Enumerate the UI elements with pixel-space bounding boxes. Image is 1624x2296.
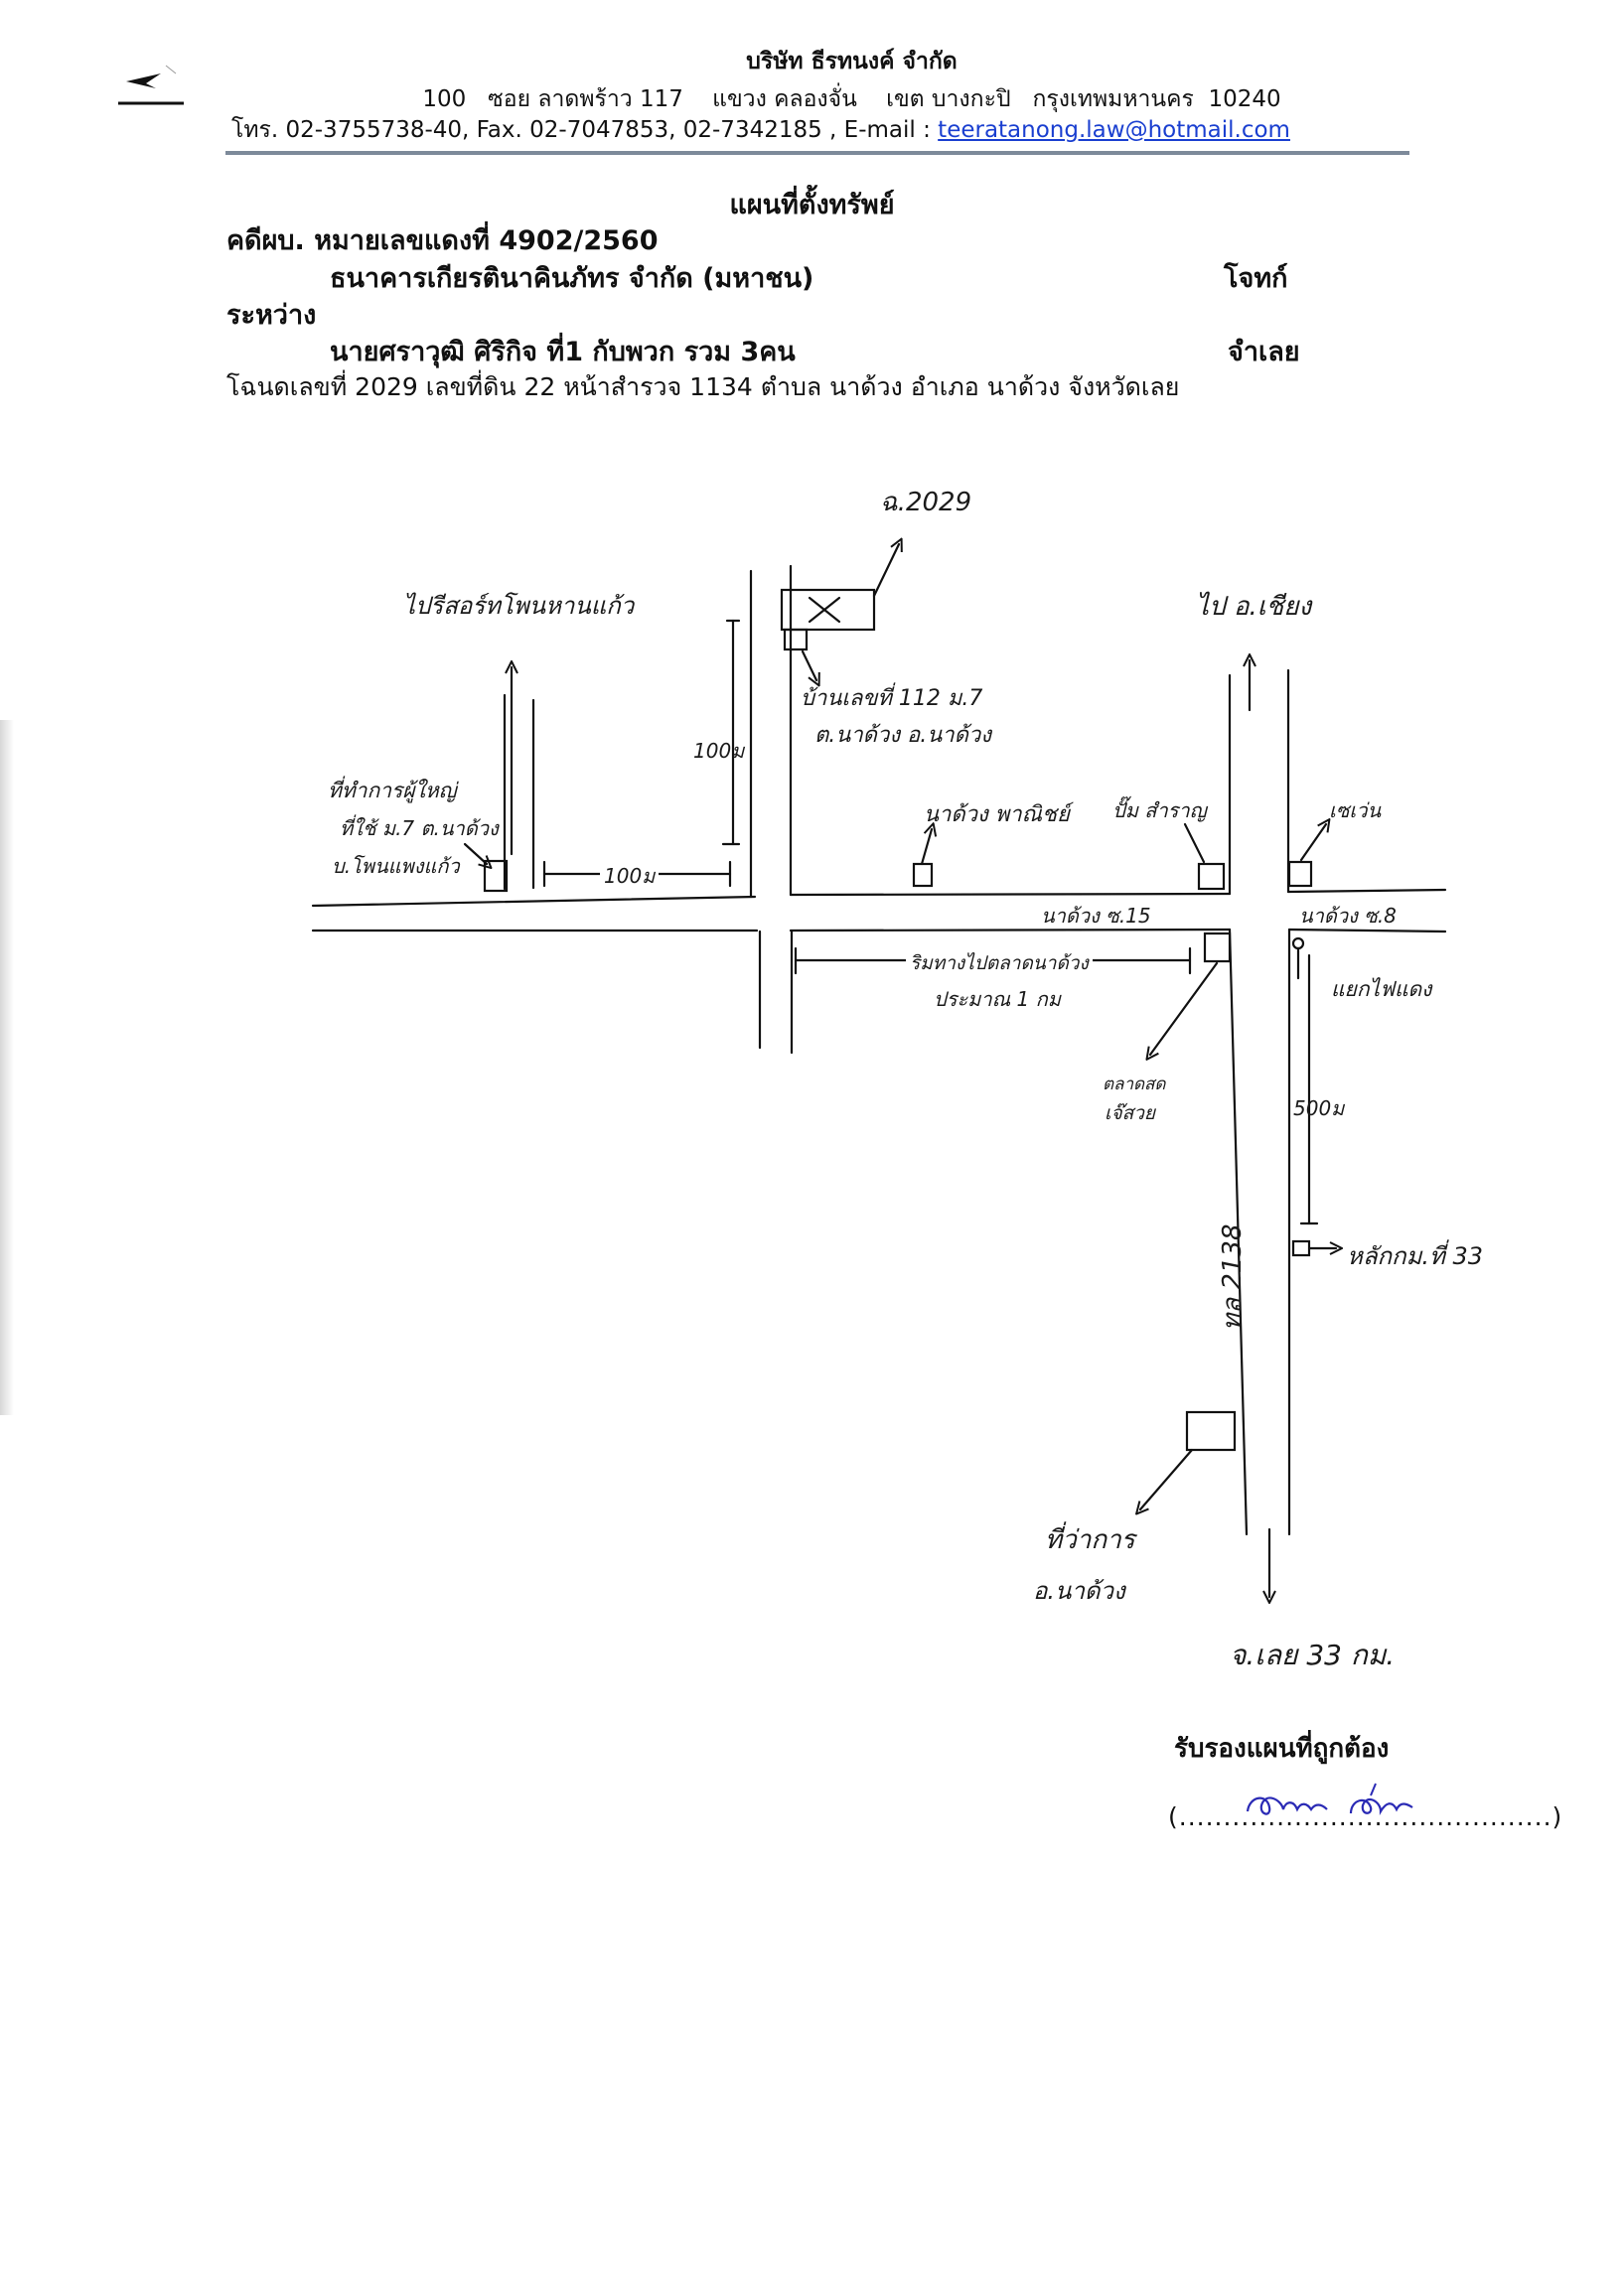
signature-line: (.......................................… <box>1168 1802 1563 1831</box>
label-district-office-2: อ.นาด้วง <box>1033 1577 1125 1605</box>
label-to-loei: จ.เลย 33 กม. <box>1230 1639 1396 1671</box>
label-house-ref: บ้านเลขที่ 112 ม.7 <box>801 686 983 711</box>
road-main-north-edge-left <box>311 895 757 908</box>
label-gas-station: ปั๊ม สำราญ <box>1112 798 1207 822</box>
road-main-south-edge-right <box>1287 928 1447 933</box>
district-office-box <box>1185 1410 1237 1452</box>
scan-mark-icon <box>118 65 184 105</box>
label-road-stretch-2: ประมาณ 1 กม <box>934 987 1061 1011</box>
certification-label: รับรองแผนที่ถูกต้อง <box>1174 1734 1390 1764</box>
company-contact: โทร. 02-3755738-40, Fax. 02-7047853, 02-… <box>231 112 1290 148</box>
label-to-amphoe: ไป อ.เชียง <box>1196 592 1312 622</box>
plaintiff-name: ธนาคารเกียรตินาคินภัทร จำกัด (มหาชน) <box>330 263 814 294</box>
company-address: 100 ซอย ลาดพร้าว 117 แขวง คลองจั่น เขต บ… <box>422 86 1281 112</box>
label-shop: นาด้วง พาณิชย์ <box>924 802 1070 827</box>
label-deed-ref: ฉ.2029 <box>880 488 972 517</box>
email-link[interactable]: teeratanong.law@hotmail.com <box>938 117 1290 143</box>
title-deed-line: โฉนดเลขที่ 2029 เลขที่ดิน 22 หน้าสำรวจ 1… <box>226 372 1180 401</box>
label-community-center-2: ที่ใช้ ม.7 ต.นาด้วง <box>340 816 499 840</box>
plaintiff-role: โจทก์ <box>1224 263 1288 294</box>
label-to-resort: ไปรีสอร์ทโพนหานแก้ว <box>403 592 635 620</box>
label-100m-vertical: 100ม <box>693 739 745 763</box>
shop-box <box>912 862 934 888</box>
defendant-role: จำเลย <box>1228 337 1300 367</box>
label-km-marker: หลักกม.ที่ 33 <box>1347 1242 1484 1270</box>
highway-west-edge <box>1228 928 1249 1536</box>
case-number: คดีผบ. หมายเลขแดงที่ 4902/2560 <box>226 225 659 256</box>
label-community-center-1: ที่ทำการผู้ใหญ่ <box>328 779 457 802</box>
label-community-center-3: บ.โพนแพงแก้ว <box>332 854 460 878</box>
label-highway: ทล 2138 <box>1218 1223 1248 1331</box>
market-box <box>1203 932 1232 963</box>
label-road-soi-15: นาด้วง ซ.15 <box>1041 904 1151 928</box>
company-name: บริษัท ธีรทนงค์ จำกัด <box>746 49 958 74</box>
gas-station-box <box>1197 862 1226 891</box>
road-main-south-edge-mid <box>789 928 1232 933</box>
road-main-north-edge-mid <box>789 892 1232 897</box>
label-phone-shop: เซเว่น <box>1329 798 1382 822</box>
label-road-stretch-1: ริมทางไปตลาดนาด้วง <box>906 948 1093 978</box>
label-500m: 500ม <box>1293 1096 1345 1120</box>
house-box <box>783 628 809 651</box>
label-traffic-light: แยกไฟแดง <box>1331 977 1432 1001</box>
property-plot <box>780 588 876 632</box>
contact-numbers: โทร. 02-3755738-40, Fax. 02-7047853, 02-… <box>231 117 939 143</box>
phone-shop-box <box>1287 860 1313 888</box>
label-district-office-1: ที่ว่าการ <box>1045 1525 1135 1555</box>
traffic-light-marker <box>1291 936 1305 950</box>
label-house-ref-2: ต.นาด้วง อ.นาด้วง <box>814 723 992 748</box>
signature-image <box>1246 1783 1413 1815</box>
road-main-north-edge-right <box>1286 888 1447 894</box>
km-marker-box <box>1291 1239 1311 1257</box>
arrow-house <box>801 649 816 680</box>
document-title: แผนที่ตั้งทรัพย์ <box>729 190 895 220</box>
scan-edge-shadow <box>0 720 14 1415</box>
defendant-name: นายศราวุฒิ ศิริกิจ ที่1 กับพวก รวม 3คน <box>330 337 796 367</box>
label-market-1: ตลาดสด <box>1103 1075 1166 1094</box>
label-road-soi-8: นาด้วง ซ.8 <box>1299 904 1397 928</box>
community-center-box <box>483 859 509 893</box>
between-label: ระหว่าง <box>226 300 317 331</box>
label-market-2: เจ๊สวย <box>1105 1102 1156 1124</box>
header-divider <box>225 151 1409 155</box>
label-100m-horizontal: 100ม <box>600 860 660 892</box>
arrow-to-deed <box>872 544 899 598</box>
